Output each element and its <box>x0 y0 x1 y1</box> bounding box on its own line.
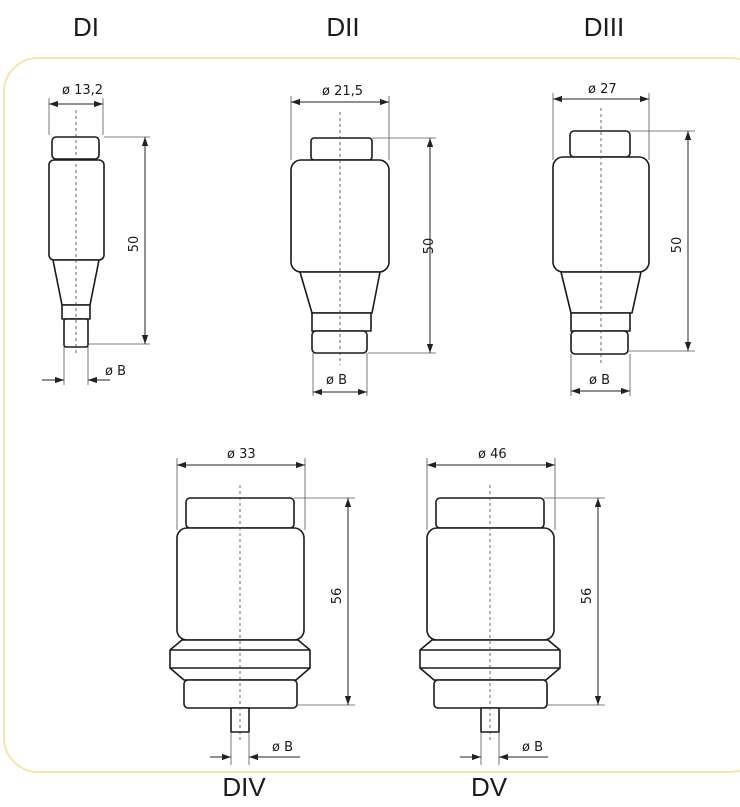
fuse-di: DI ø 13,2 50 ø B <box>42 12 150 385</box>
fuse-diii-title: DIII <box>584 12 624 42</box>
fuse-diii-height-label: 50 <box>670 237 685 254</box>
fuse-di-height-label: 50 <box>127 236 142 253</box>
diagram-frame <box>3 57 740 773</box>
fuse-dv-title: DV <box>471 772 508 802</box>
fuse-diii: DIII ø 27 50 ø B <box>552 12 695 396</box>
fuse-di-title: DI <box>73 12 99 42</box>
fuse-dv-diameter-label: ø 46 <box>478 447 507 462</box>
fuse-dii-height-label: 50 <box>422 238 437 255</box>
fuse-di-diameter-label: ø 13,2 <box>62 83 103 98</box>
fuse-di-bottom-label: ø B <box>105 364 126 379</box>
fuse-div-bottom-label: ø B <box>272 740 293 755</box>
fuse-div-diameter-label: ø 33 <box>227 447 256 462</box>
fuse-dv-bottom-label: ø B <box>522 740 543 755</box>
fuse-div: DIV ø 33 56 ø B <box>169 447 355 802</box>
fuse-dii: DII ø 21,5 50 ø B <box>290 12 437 396</box>
fuse-dv: DV ø 46 56 ø B <box>419 447 605 802</box>
fuse-dii-diameter-label: ø 21,5 <box>322 84 363 99</box>
fuse-dii-bottom-label: ø B <box>326 373 347 388</box>
fuse-div-height-label: 56 <box>330 588 345 605</box>
fuse-dii-title: DII <box>326 12 359 42</box>
fuse-div-title: DIV <box>222 772 266 802</box>
fuse-diii-bottom-label: ø B <box>589 373 610 388</box>
fuse-diii-diameter-label: ø 27 <box>588 82 617 97</box>
fuse-dv-height-label: 56 <box>580 588 595 605</box>
